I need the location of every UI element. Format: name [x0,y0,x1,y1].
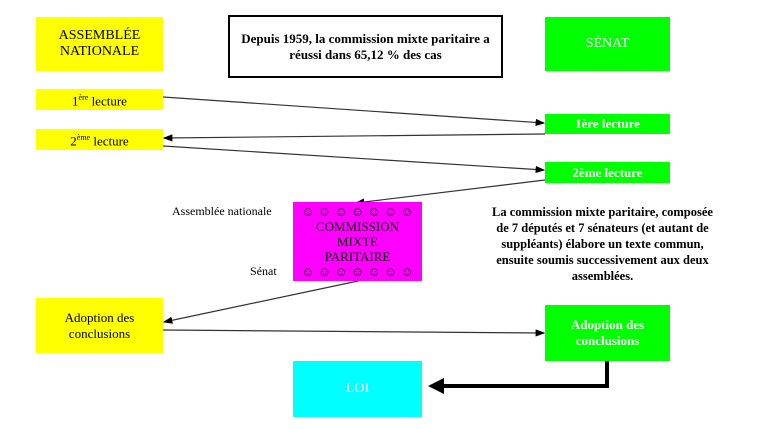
senat-adoption: Adoption des conclusions [545,305,670,361]
assemblee-nationale-box: ASSEMBLÉE NATIONALE [36,17,163,71]
an-lecture2-label: 2ème lecture [70,132,129,149]
smileys-deputes: ☺ ☺ ☺ ☺ ☺ ☺ ☺ [301,204,414,219]
an-lecture2: 2ème lecture [36,129,163,150]
arrow-to-loi [428,361,609,394]
loi-box: LOI [293,361,422,417]
header-text: Depuis 1959, la commission mixte paritai… [241,30,490,62]
arrow-cmp-adoption [162,280,359,324]
cmp-label-senat: Sénat [250,264,277,278]
senat-lecture2: 2ème lecture [545,162,670,183]
an-lecture1-label: 1ère lecture [72,92,127,109]
an-lecture1: 1ère lecture [36,89,163,110]
header-box: Depuis 1959, la commission mixte paritai… [228,15,503,78]
cmp-box: ☺ ☺ ☺ ☺ ☺ ☺ ☺ COMMISSION MIXTE PARITAIRE… [293,202,422,281]
arrow-senat2-cmp [354,179,546,206]
senat-title: SÉNAT [585,36,630,51]
senat-lecture1: 1ère lecture [545,114,670,134]
assemblee-title: ASSEMBLÉE NATIONALE [58,28,141,59]
senat-box: SÉNAT [545,17,670,71]
an-adoption: Adoption des conclusions [36,298,163,353]
arrow-an2-senat2 [162,145,546,174]
arrow-adoption-adoption [162,329,546,337]
cmp-title: COMMISSION MIXTE PARITAIRE [315,219,400,264]
smileys-senateurs: ☺ ☺ ☺ ☺ ☺ ☺ ☺ [301,264,414,279]
arrow-an1-senat1 [162,96,546,127]
arrow-senat1-an2 [162,133,546,142]
cmp-description: La commission mixte paritaire, composée … [492,205,713,283]
cmp-label-an: Assemblée nationale [172,204,272,218]
